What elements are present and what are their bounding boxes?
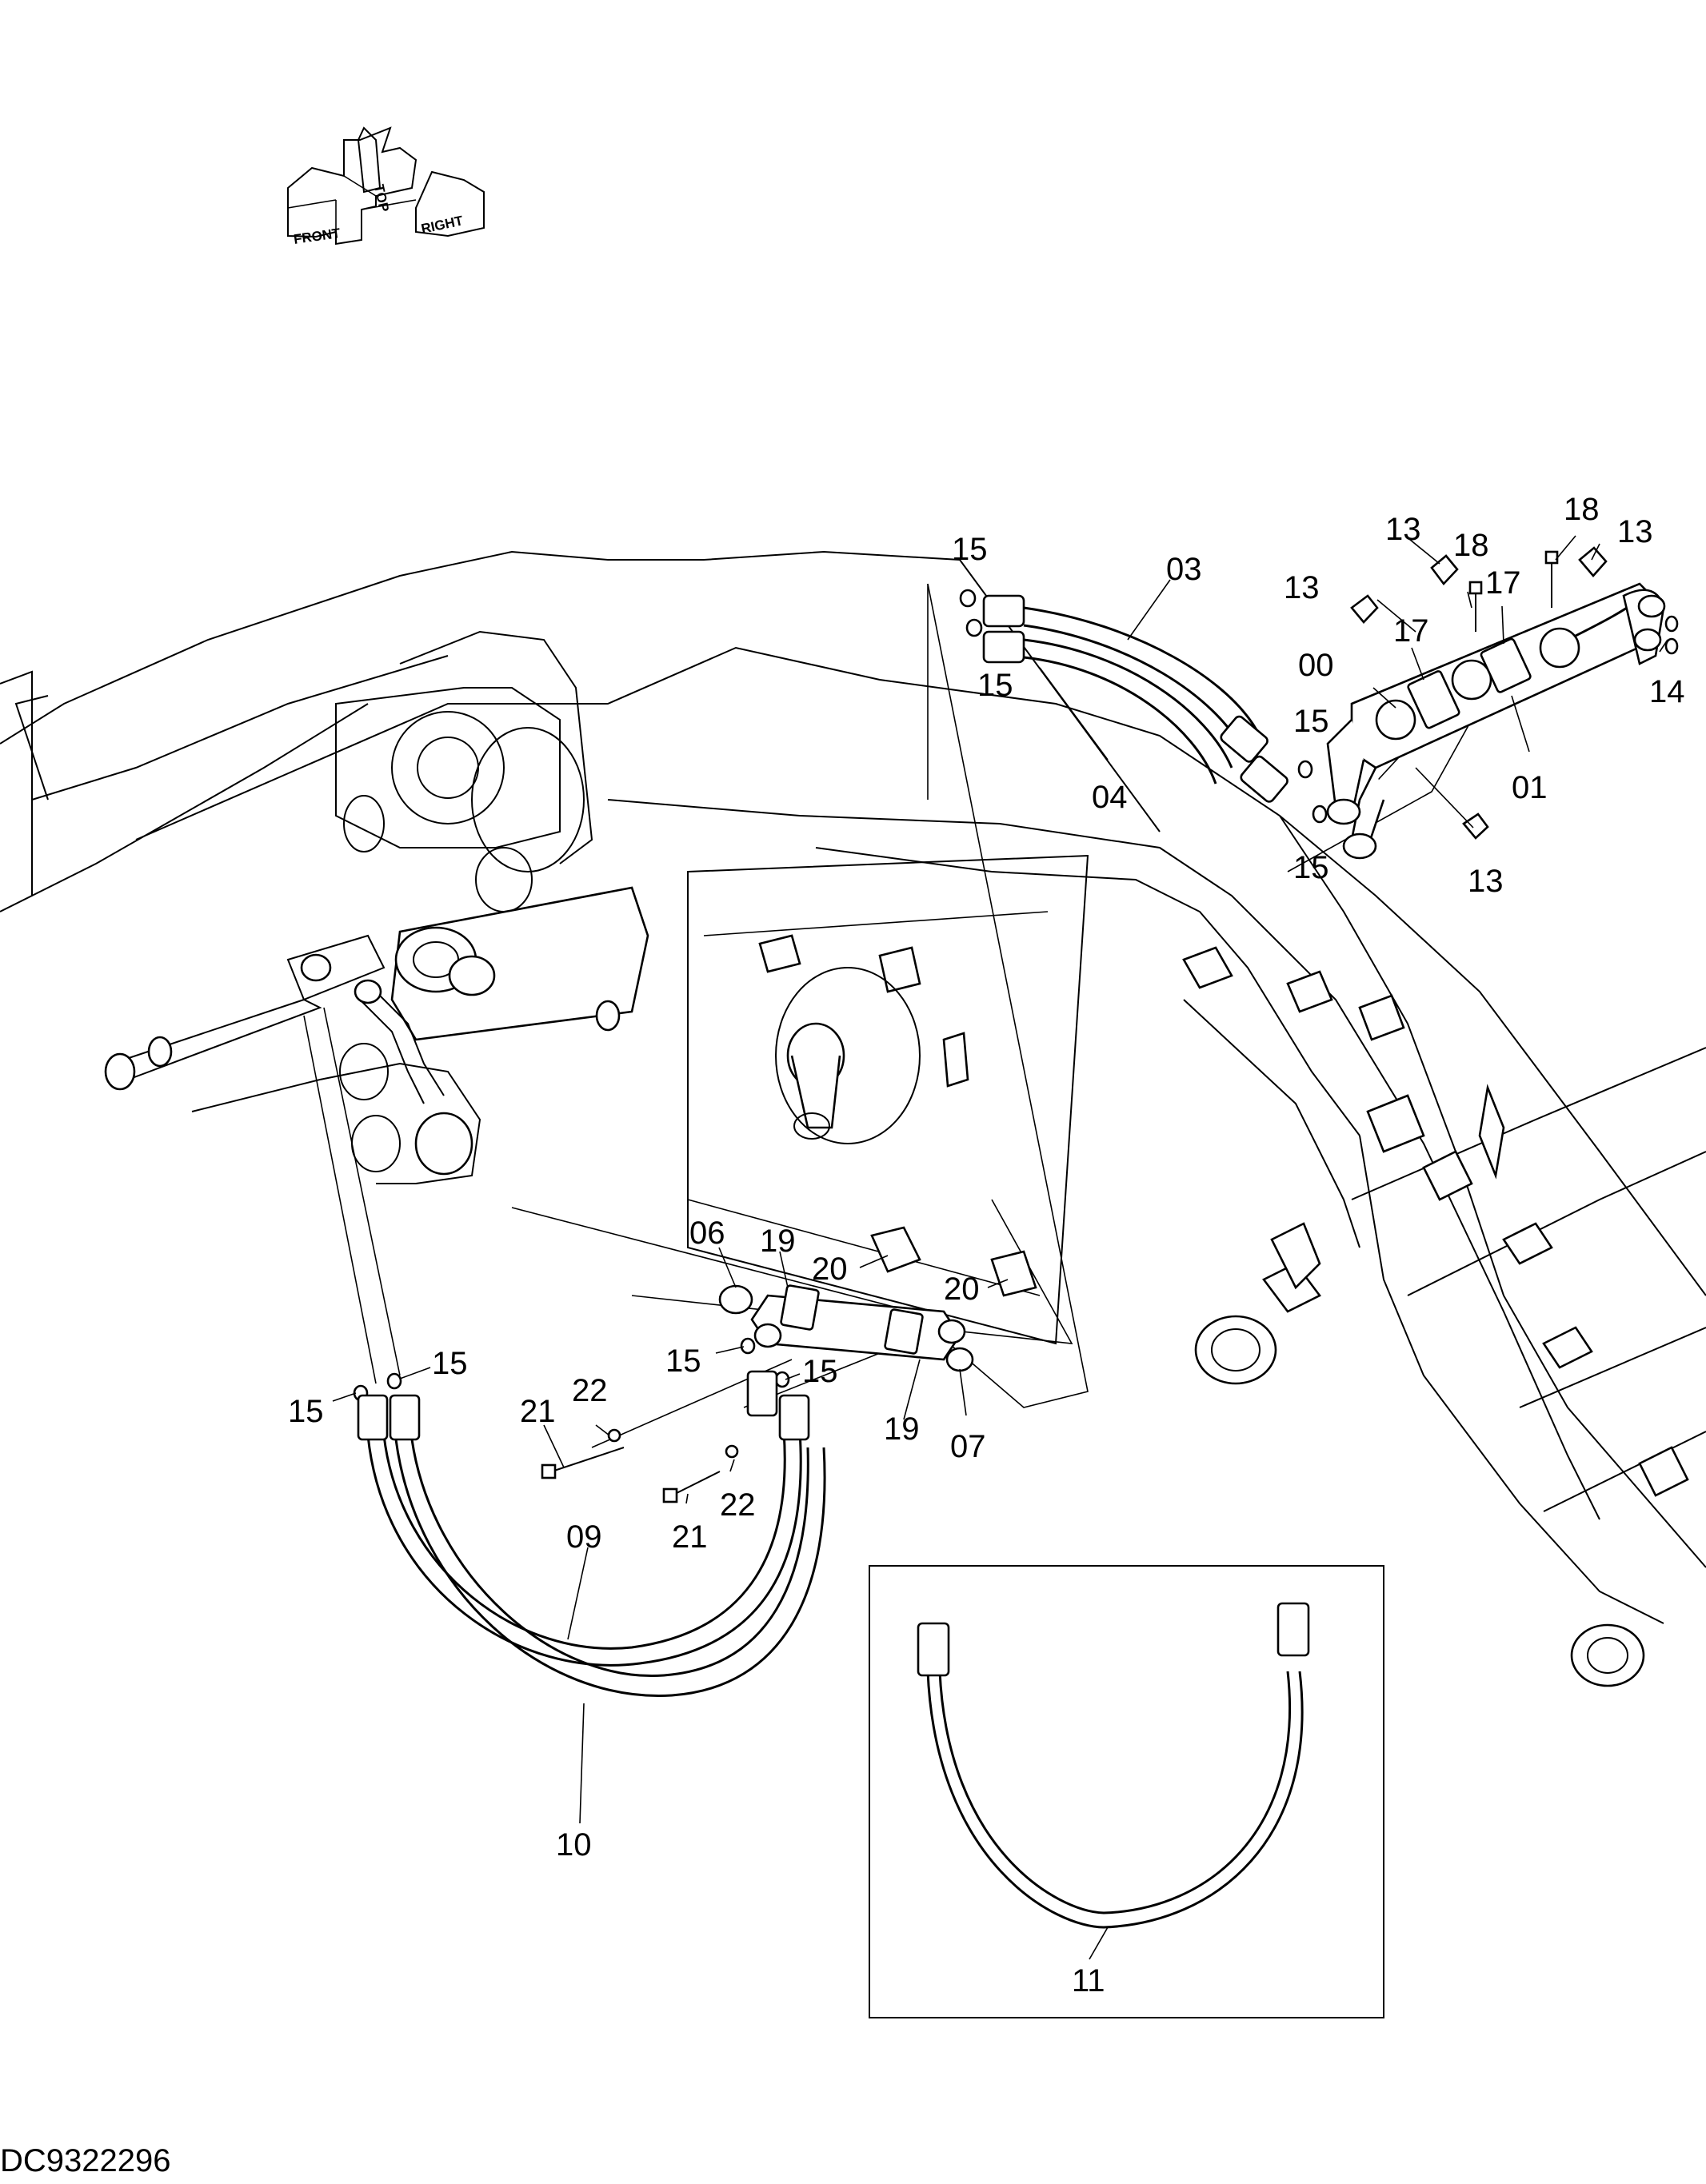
callout-label: 20	[812, 1252, 848, 1287]
callout-label: 15	[1293, 704, 1329, 739]
callout-label: 13	[1468, 864, 1504, 899]
callout-label: 20	[944, 1272, 980, 1307]
callout-label: 18	[1453, 528, 1489, 563]
callout-label: 19	[760, 1224, 796, 1259]
callout-label: 07	[950, 1429, 986, 1464]
callout-label: 00	[1298, 648, 1334, 683]
orientation-front-label: FRONT	[293, 226, 342, 247]
inset-hose-11	[869, 1565, 1384, 2018]
callout-label: 17	[1485, 565, 1521, 601]
orientation-indicator: FRONT TOP RIGHT	[287, 126, 485, 247]
callout-label: 15	[432, 1346, 468, 1381]
callout-label: 06	[689, 1216, 725, 1251]
callout-label: 22	[720, 1487, 756, 1523]
callout-label: 03	[1166, 552, 1202, 587]
callout-label: 13	[1284, 570, 1320, 605]
callout-label: 18	[1564, 492, 1600, 527]
callout-label: 09	[566, 1519, 602, 1555]
callout-label: 21	[520, 1394, 556, 1429]
callout-label: 15	[802, 1354, 838, 1389]
boom-structure	[0, 550, 1706, 1687]
callout-labels: 15 03 15 04 13 18 18 13 13 17 17 00 14 1…	[288, 492, 1685, 1998]
callout-label: 22	[572, 1373, 608, 1408]
leader-lines	[332, 535, 1668, 1960]
callout-label: 19	[884, 1411, 920, 1447]
callout-label: 15	[1293, 850, 1329, 885]
callout-label: 15	[665, 1344, 701, 1379]
valve-block-01	[1326, 546, 1679, 860]
lower-valve-block	[353, 1226, 1037, 1503]
callout-label: 15	[288, 1394, 324, 1429]
drawing-code: DC9322296	[0, 2143, 171, 2178]
callout-label: 17	[1393, 613, 1429, 649]
hoses-09-10	[357, 1370, 826, 1697]
callout-label: 04	[1092, 780, 1128, 815]
callout-label: 15	[977, 668, 1013, 703]
callout-label: 21	[672, 1519, 708, 1555]
hoses-03-04	[959, 589, 1328, 824]
callout-label: 14	[1649, 674, 1685, 709]
callout-label: 13	[1385, 512, 1421, 547]
callout-label: 15	[952, 532, 988, 567]
callout-label: 01	[1512, 770, 1548, 805]
callout-label: 11	[1072, 1963, 1105, 1998]
orientation-top-label: TOP	[371, 183, 392, 214]
callout-label: 10	[556, 1827, 592, 1863]
callout-label: 13	[1617, 514, 1653, 549]
